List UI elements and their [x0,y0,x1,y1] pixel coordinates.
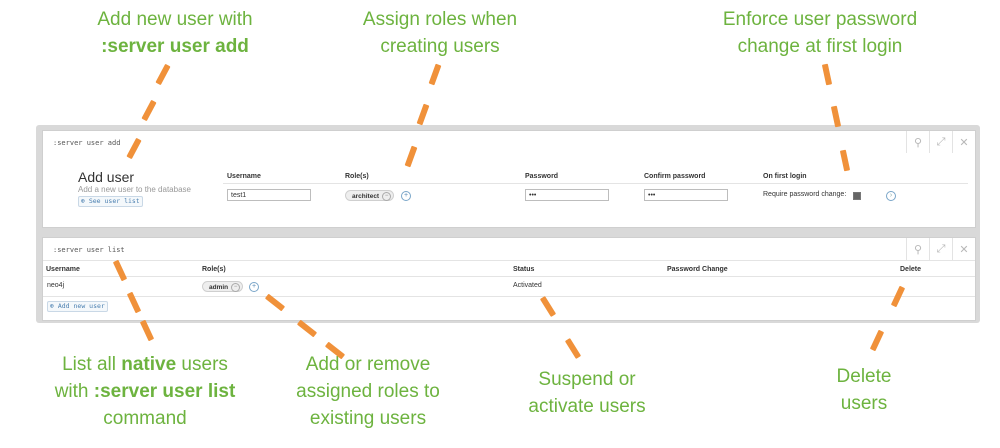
password-input[interactable]: ••• [525,189,609,201]
callout-list-line1: List all native users [62,354,228,375]
callout-assign-roles-line1: Assign roles when [362,9,518,30]
username-input[interactable]: test1 [227,189,311,201]
callout-enforce-line2: change at first login [737,36,903,57]
callout-enforce-password: Enforce user password change at first lo… [700,6,940,60]
list-header-roles: Role(s) [202,266,226,273]
callout-suspend-line1: Suspend or [538,369,636,390]
list-header-status: Status [513,266,535,273]
callout-assign-roles: Assign roles when creating users [340,6,540,60]
remove-role-icon[interactable]: − [231,283,241,292]
list-header-username: Username [46,266,80,273]
role-chip-architect[interactable]: architect− [345,190,395,201]
list-top-divider [43,260,975,261]
callout-list-line3: command [103,408,187,429]
arrow-dash [155,63,171,86]
add-role-icon[interactable]: + [401,191,411,201]
list-row-divider [43,296,975,297]
callout-delete: Delete users [764,363,964,417]
list-header-divider [43,276,975,277]
row-username: neo4j [47,282,65,289]
callout-suspend: Suspend or activate users [487,366,687,420]
add-panel-toolbar: ⚲ ⤢ ✕ [906,131,975,153]
add-role-icon[interactable]: + [249,282,259,292]
header-confirm-password: Confirm password [644,173,706,180]
header-first-login: On first login [763,173,807,180]
close-icon[interactable]: ✕ [952,131,975,153]
require-change-label: Require password change: [763,191,847,198]
arrow-dash [428,63,442,86]
list-panel-toolbar: ⚲ ⤢ ✕ [906,238,975,260]
callout-roles-line1: Add or remove [305,354,431,375]
expand-icon[interactable]: ⤢ [929,238,952,260]
callout-delete-line2: users [840,393,888,414]
remove-role-icon[interactable]: − [382,192,392,201]
callout-enforce-line1: Enforce user password [722,9,918,30]
callout-list-users: List all native users with :server user … [45,351,245,432]
header-username: Username [227,173,261,180]
add-user-title: Add user [78,169,135,185]
callout-suspend-line2: activate users [528,396,646,417]
pin-icon[interactable]: ⚲ [906,131,929,153]
close-icon[interactable]: ✕ [952,238,975,260]
arrow-dash [869,329,885,352]
pin-icon[interactable]: ⚲ [906,238,929,260]
callout-add-user-line1: Add new user with [97,9,253,30]
list-header-password-change: Password Change [667,266,728,273]
callout-roles-line2: assigned roles to [296,381,440,402]
confirm-password-input[interactable]: ••• [644,189,728,201]
add-user-subtitle: Add a new user to the database [78,185,191,194]
see-list-icon: ⊕ [81,197,85,205]
header-password: Password [525,173,559,180]
add-user-command: :server user add [53,139,121,147]
callout-list-line2: with :server user list [54,381,236,402]
submit-user-icon[interactable]: › [886,191,896,201]
role-chip-admin[interactable]: admin− [202,281,244,292]
callout-add-user-line2: :server user add [101,36,249,57]
callout-add-user: Add new user with :server user add [75,6,275,60]
see-user-list-link[interactable]: ⊕ See user list [78,196,143,207]
row-status[interactable]: Activated [513,282,542,289]
callout-delete-line1: Delete [836,366,892,387]
header-roles: Role(s) [345,173,369,180]
callout-assign-roles-line2: creating users [380,36,500,57]
add-header-divider [223,183,968,184]
expand-icon[interactable]: ⤢ [929,131,952,153]
add-new-user-link[interactable]: ⊕ Add new user [47,301,108,312]
arrow-dash [564,338,582,359]
callout-roles-line3: existing users [309,408,427,429]
user-list-command: :server user list [53,246,125,254]
callout-edit-roles: Add or remove assigned roles to existing… [268,351,468,432]
arrow-dash [141,99,157,122]
user-list-panel: :server user list ⚲ ⤢ ✕ Username Role(s)… [42,237,976,321]
require-change-checkbox[interactable] [853,192,861,200]
arrow-dash [416,103,430,126]
add-new-user-icon: ⊕ [50,302,54,310]
list-header-delete: Delete [900,266,922,273]
add-user-panel: :server user add ⚲ ⤢ ✕ Add user Add a ne… [42,130,976,228]
arrow-dash [821,63,833,86]
